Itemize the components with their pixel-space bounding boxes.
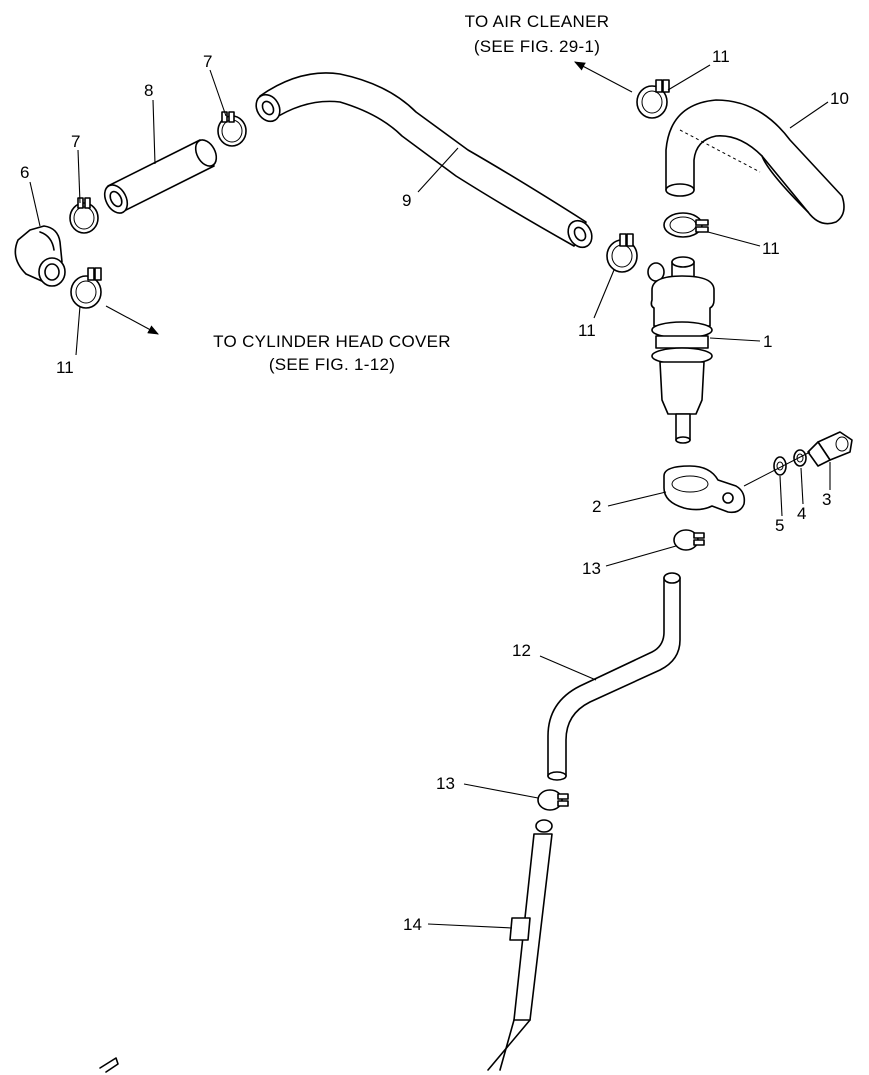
callout-1: 1 (763, 332, 772, 351)
note-air-cleaner-title: TO AIR CLEANER (465, 12, 610, 31)
callout-10: 10 (830, 89, 849, 108)
part-5-washer (773, 456, 787, 476)
leader-lines (29, 64, 831, 929)
part-14-drain-tube (487, 819, 553, 1071)
callout-9: 9 (402, 191, 411, 210)
callout-14: 14 (403, 915, 422, 934)
part-11-clamp-mid-right (663, 212, 709, 238)
part-13-clamp-lower (537, 789, 569, 811)
callout-12: 12 (512, 641, 531, 660)
part-10-air-cleaner-hose (665, 99, 845, 225)
note-cylinder-head-title: TO CYLINDER HEAD COVER (213, 332, 451, 351)
callout-11-mid-left: 11 (578, 321, 596, 340)
callout-11-top: 11 (712, 47, 730, 66)
callout-6: 6 (20, 163, 29, 182)
callout-3: 3 (822, 490, 831, 509)
part-13-clamp-upper (673, 529, 705, 551)
note-cylinder-head-ref: (SEE FIG. 1-12) (269, 355, 395, 374)
part-11-clamp-top (636, 79, 670, 119)
part-11-clamp-mid-left (606, 233, 638, 273)
callout-5: 5 (775, 516, 784, 535)
callout-4: 4 (797, 504, 806, 523)
stray-mark (99, 1057, 119, 1073)
callout-13-upper: 13 (582, 559, 601, 578)
part-3-bolt (807, 431, 853, 467)
callout-13-lower: 13 (436, 774, 455, 793)
part-8-breather-pipe (103, 139, 218, 214)
bolt-axis-line (743, 451, 811, 487)
callout-7-left: 7 (71, 132, 80, 151)
note-air-cleaner-ref: (SEE FIG. 29-1) (474, 37, 600, 56)
part-6-elbow-hose (14, 225, 66, 287)
part-7-hose-clamp-left (69, 197, 99, 234)
part-2-bracket (663, 465, 746, 514)
callout-8: 8 (144, 81, 153, 100)
arrow-to-air-cleaner (574, 61, 633, 93)
part-11-clamp-bottom-left (70, 267, 102, 309)
arrow-to-cylinder-head (105, 305, 159, 335)
part-1-oil-separator (647, 256, 715, 444)
callout-2: 2 (592, 497, 601, 516)
part-4-lock-washer (793, 449, 807, 467)
part-9-breather-hose (255, 72, 593, 249)
callout-7-right: 7 (203, 52, 212, 71)
part-7-hose-clamp-right (217, 111, 247, 147)
callout-11-bottom-left: 11 (56, 358, 74, 377)
callout-11-mid-right: 11 (762, 239, 780, 258)
part-12-drain-hose (547, 572, 681, 781)
